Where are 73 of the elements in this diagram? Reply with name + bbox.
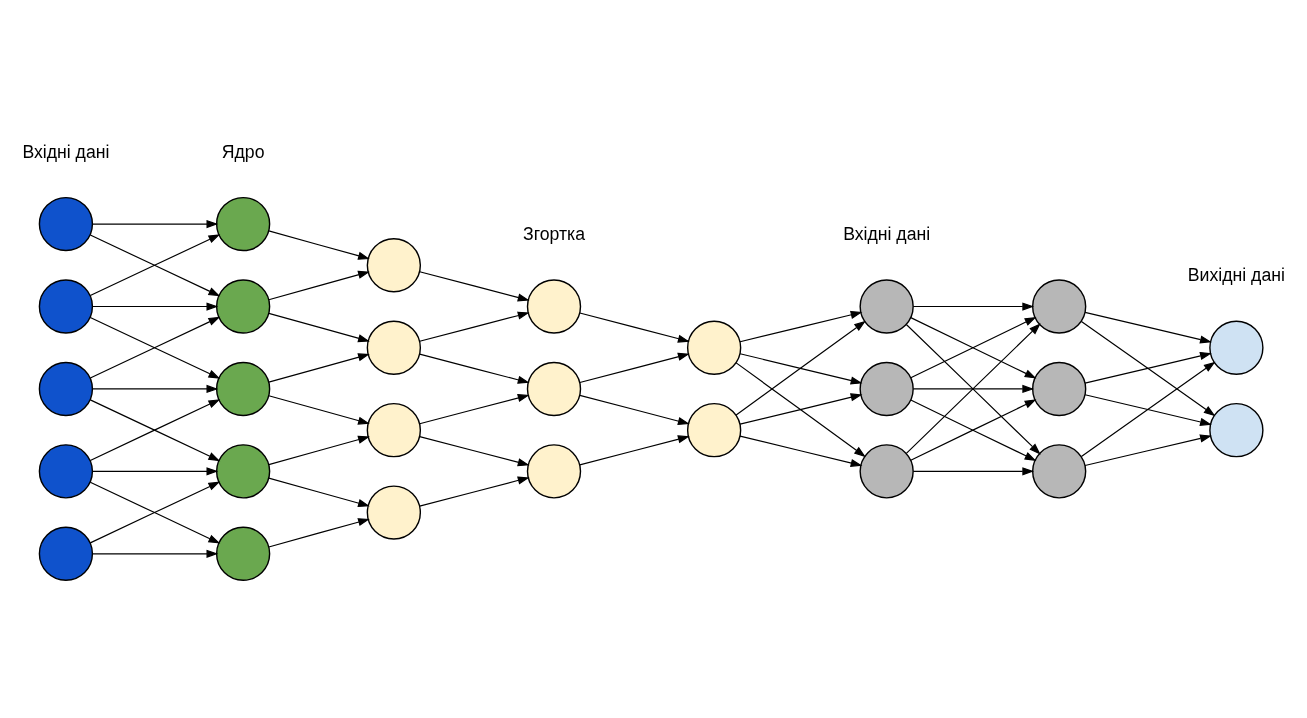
node-circle xyxy=(366,237,422,292)
node-circle xyxy=(366,402,422,457)
arrow xyxy=(579,394,690,425)
node-circle xyxy=(38,443,94,499)
arrow xyxy=(1080,320,1216,416)
label: Вхідні дані xyxy=(22,141,110,162)
arrow xyxy=(1084,351,1212,384)
arrow xyxy=(910,398,1037,461)
arrow xyxy=(419,475,530,507)
label: Вхідні дані xyxy=(843,223,931,244)
node-circle xyxy=(1031,361,1087,416)
node-circle xyxy=(526,443,582,499)
arrow xyxy=(89,233,221,296)
node-circle xyxy=(526,361,582,416)
arrow xyxy=(739,310,863,342)
arrow xyxy=(1080,361,1216,457)
arrow xyxy=(268,270,370,300)
arrow xyxy=(1084,311,1212,344)
node-circle xyxy=(215,278,271,334)
node-circle xyxy=(38,196,94,251)
arrow xyxy=(735,320,866,416)
arrow xyxy=(419,393,530,424)
arrow xyxy=(579,352,690,383)
arrow xyxy=(268,517,370,548)
arrow xyxy=(579,311,690,343)
arrow xyxy=(268,477,370,507)
arrow xyxy=(268,394,370,425)
arrow xyxy=(419,270,530,301)
label: Згортка xyxy=(523,223,585,244)
node-circle xyxy=(215,443,271,499)
node-circle xyxy=(38,361,94,416)
node-circle xyxy=(38,526,94,581)
node-circle xyxy=(1209,402,1264,457)
arrow xyxy=(1084,393,1212,426)
arrow xyxy=(739,352,863,385)
arrow xyxy=(739,435,863,467)
node-circle xyxy=(215,196,271,251)
arrow xyxy=(419,311,530,342)
node-circle xyxy=(526,278,582,334)
arrow xyxy=(89,398,221,461)
label: Вихідні дані xyxy=(1187,264,1285,285)
arrow xyxy=(579,434,690,465)
node-circle xyxy=(859,278,914,334)
arrow xyxy=(419,435,530,466)
arrow xyxy=(91,384,219,393)
label: Ядро xyxy=(221,141,265,162)
arrow xyxy=(268,229,370,260)
node-circle xyxy=(1209,320,1264,375)
node-circle xyxy=(686,402,742,457)
arrow xyxy=(419,353,530,384)
node-circle xyxy=(859,361,914,416)
arrow xyxy=(91,301,219,311)
arrow xyxy=(912,466,1035,475)
node-circle xyxy=(215,526,271,581)
node-circle xyxy=(215,361,271,416)
arrow xyxy=(91,549,219,558)
node-circle xyxy=(859,443,914,499)
arrow xyxy=(268,435,370,465)
node-circle xyxy=(38,278,94,334)
node-circle xyxy=(686,320,742,375)
arrow xyxy=(910,316,1037,378)
arrow xyxy=(89,316,221,379)
arrow xyxy=(735,361,866,457)
arrow xyxy=(91,466,219,475)
arrow xyxy=(739,392,863,425)
arrow xyxy=(268,312,370,342)
arrow xyxy=(91,219,219,228)
arrow xyxy=(912,384,1035,393)
node-circle xyxy=(366,320,422,375)
arrow xyxy=(912,301,1035,311)
arrow xyxy=(1084,433,1212,466)
arrow xyxy=(268,352,370,383)
node-circle xyxy=(366,484,422,540)
